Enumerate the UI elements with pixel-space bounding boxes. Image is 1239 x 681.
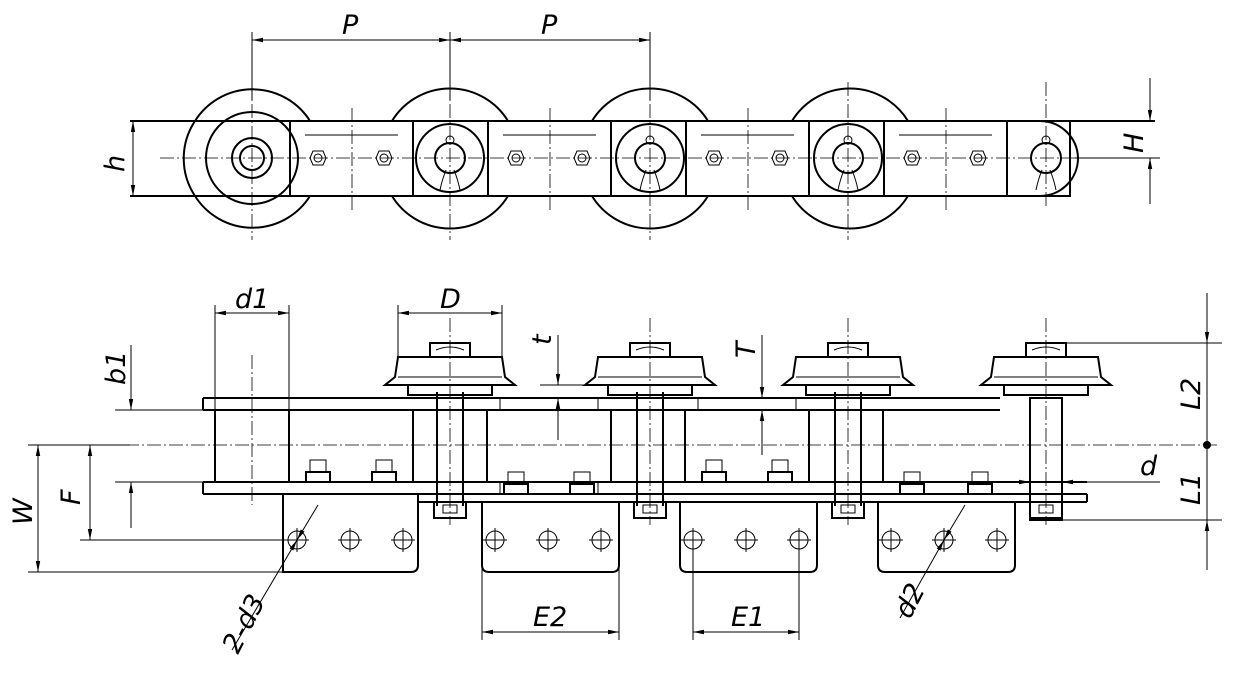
front-view: d1 D t T b1 xyxy=(8,284,1222,658)
dimension-e1: E1 xyxy=(692,540,800,640)
link-plate xyxy=(883,120,1008,197)
label-l1: L1 xyxy=(1176,473,1207,505)
dimension-w: W xyxy=(8,444,283,573)
reference-point xyxy=(1203,441,1211,449)
label-h: h xyxy=(100,155,131,172)
pitch-dimension: P P xyxy=(251,10,651,100)
label-plate-height: H xyxy=(1119,133,1150,153)
top-view: P P h H xyxy=(100,10,1160,240)
label-d: d xyxy=(1140,451,1158,482)
dimension-t: t xyxy=(527,333,585,440)
height-dimension-h: h xyxy=(100,121,136,196)
label-d2: d2 xyxy=(889,579,932,624)
label-roller-diameter: D xyxy=(440,284,461,315)
bolt xyxy=(305,459,993,495)
label-e2: E2 xyxy=(533,602,567,633)
dimension-b1: b1 xyxy=(101,345,215,528)
link-plate xyxy=(685,120,810,197)
label-w: W xyxy=(8,497,39,525)
label-b1: b1 xyxy=(101,351,132,385)
plate-height-dimension-h: H xyxy=(1075,78,1160,204)
label-t: t xyxy=(527,333,558,345)
dimension-f: F xyxy=(56,444,290,541)
link-plate xyxy=(289,120,414,197)
bolt-hex xyxy=(309,150,987,166)
roller-wheel xyxy=(182,88,311,229)
leader-2-d3: 2-d3 xyxy=(217,504,319,659)
attachment-bracket xyxy=(282,494,1016,573)
leader-d2: d2 xyxy=(889,504,966,624)
label-e1: E1 xyxy=(731,602,765,633)
label-p: P xyxy=(541,10,558,41)
dimension-big-t: T xyxy=(731,335,765,455)
dimension-d1: d1 xyxy=(214,284,290,410)
roller-wheel xyxy=(791,87,909,230)
link-plate xyxy=(487,120,612,197)
label-d1: d1 xyxy=(235,284,269,315)
hole-crosshairs xyxy=(285,528,1009,552)
label-2-d3: 2-d3 xyxy=(217,590,272,659)
dimension-l2-l1: L2 L1 xyxy=(1062,293,1222,570)
label-big-t: T xyxy=(731,339,762,358)
dimension-d: d xyxy=(990,451,1160,485)
label-l2: L2 xyxy=(1176,378,1207,410)
label-f: F xyxy=(56,489,87,505)
label-p: P xyxy=(342,10,359,41)
dimension-d-roller: D xyxy=(397,284,503,357)
dimension-e2: E2 xyxy=(481,540,620,640)
